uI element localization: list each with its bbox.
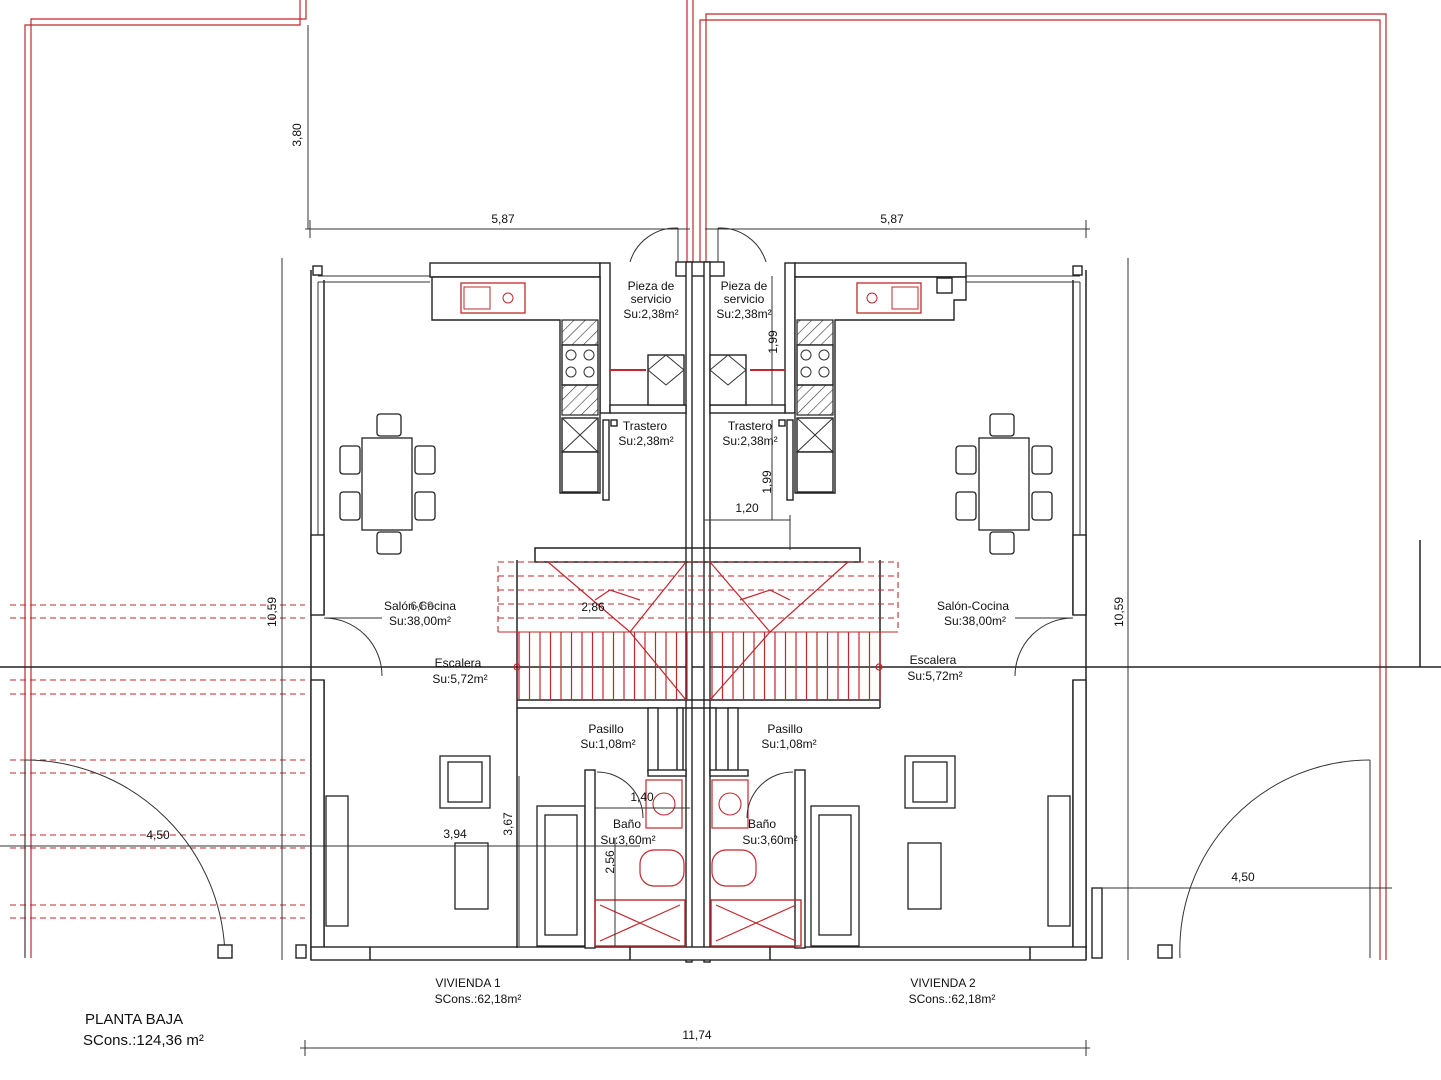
unit-1-name: VIVIENDA 1: [435, 976, 501, 990]
service-rooms: [602, 227, 794, 501]
label-servicio-left-2: servicio: [631, 292, 672, 306]
dining-set-right: [955, 413, 1053, 555]
room-labels: Pieza de servicio Su:2,38m² Pieza de ser…: [384, 279, 1009, 847]
label-escalera-left-area: Su:5,72m²: [432, 672, 487, 686]
label-escalera-right-area: Su:5,72m²: [907, 669, 962, 683]
label-bano-right: Baño: [748, 817, 776, 831]
dim-left-depth: 10,59: [265, 597, 279, 627]
label-escalera-left: Escalera: [435, 656, 482, 670]
unit-1-area: SCons.:62,18m²: [435, 992, 522, 1006]
label-servicio-left-1: Pieza de: [628, 279, 675, 293]
label-pasillo-left: Pasillo: [588, 722, 624, 736]
dim-right-depth: 10,59: [1112, 597, 1126, 627]
label-trastero-right-area: Su:2,38m²: [722, 434, 777, 448]
unit-labels: VIVIENDA 1 SCons.:62,18m² VIVIENDA 2 SCo…: [435, 976, 996, 1006]
label-servicio-right-2: servicio: [724, 292, 765, 306]
dim-top-left: 5,87: [491, 212, 515, 226]
house-walls: [310, 261, 1087, 963]
label-servicio-left-area: Su:2,38m²: [623, 307, 678, 321]
label-bano-left: Baño: [613, 817, 641, 831]
label-escalera-right: Escalera: [910, 653, 957, 667]
dim-bath-depth: 2,56: [603, 850, 617, 874]
dimension-lines: [0, 25, 1392, 1056]
dim-living-width: 3,94: [443, 827, 467, 841]
dim-top-right: 5,87: [880, 212, 904, 226]
label-trastero-left: Trastero: [623, 419, 668, 433]
label-bano-left-area: Su:3,60m²: [600, 833, 655, 847]
dim-overall-width: 11,74: [682, 1028, 711, 1042]
unit-2-name: VIVIENDA 2: [910, 976, 976, 990]
label-pasillo-left-area: Su:1,08m²: [580, 737, 635, 751]
living-right: [810, 755, 1071, 947]
label-salon-left-area: Su:38,00m²: [389, 614, 451, 628]
dim-stair-width: 2,86: [581, 600, 605, 614]
label-salon-right-area: Su:38,00m²: [944, 614, 1006, 628]
label-pasillo-right-area: Su:1,08m²: [761, 737, 816, 751]
label-servicio-right-area: Su:2,38m²: [716, 307, 771, 321]
stair-core: [497, 547, 899, 948]
bathroom-right: [709, 707, 806, 949]
plot-boundary: [10, 0, 1387, 960]
plan-title-block: PLANTA BAJA SCons.:124,36 m²: [83, 1011, 204, 1049]
dimension-labels: 5,87 5,87 3,80 10,59 10,59 1,99 1,99 1,2…: [146, 123, 1255, 1042]
kitchen-right: [794, 276, 967, 494]
label-trastero-left-area: Su:2,38m²: [618, 434, 673, 448]
dim-overlap: 6,69: [410, 599, 434, 613]
label-servicio-right-1: Pieza de: [721, 279, 768, 293]
label-salon-right: Salón-Cocina: [937, 599, 1009, 613]
dim-left-gate: 4,50: [146, 828, 170, 842]
dim-storage-height: 1,99: [760, 470, 774, 494]
dim-bath-width: 1,40: [630, 790, 654, 804]
plan-title: PLANTA BAJA: [85, 1011, 183, 1028]
kitchen-left: [431, 276, 601, 494]
label-pasillo-right: Pasillo: [767, 722, 803, 736]
dim-right-gate: 4,50: [1231, 870, 1255, 884]
dim-living-depth: 3,67: [501, 812, 515, 836]
bathroom-left: [584, 707, 687, 949]
dim-corridor-width: 1,20: [735, 501, 759, 515]
unit-2-area: SCons.:62,18m²: [909, 992, 996, 1006]
label-trastero-right: Trastero: [728, 419, 773, 433]
living-left: [325, 755, 586, 947]
dining-set-left: [339, 413, 436, 555]
garden-gates: [24, 759, 1371, 959]
dim-service-height: 1,99: [766, 330, 780, 354]
label-bano-right-area: Su:3,60m²: [742, 833, 797, 847]
plan-total-area: SCons.:124,36 m²: [83, 1032, 204, 1049]
dim-garden-depth: 3,80: [290, 123, 304, 147]
label-salon-left: Salón-Cocina: [384, 599, 456, 613]
